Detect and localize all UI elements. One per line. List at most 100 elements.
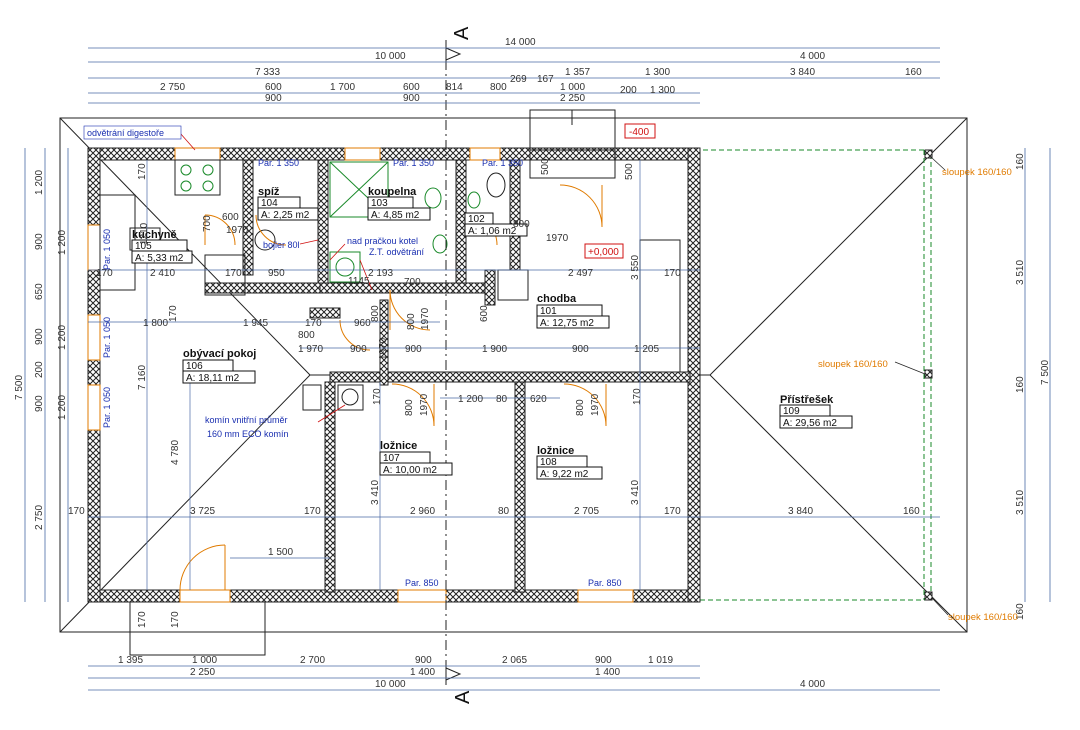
level-minus: -400 <box>629 127 649 138</box>
door-dim-800e: 800 <box>370 305 381 322</box>
room-number: 105 <box>135 241 152 252</box>
dim-top-3840: 3 840 <box>790 67 815 78</box>
dim-i-160: 160 <box>903 506 920 517</box>
door-dim-1970f: 1970 <box>378 337 389 360</box>
room-area: A: 1,06 m2 <box>468 226 517 237</box>
room-area: A: 18,11 m2 <box>186 373 240 384</box>
post-leaders <box>894 157 949 616</box>
dim-bot-900: 900 <box>415 655 432 666</box>
dim-bot-10000: 10 000 <box>375 679 406 690</box>
window-par-1050b: Par. 1 050 <box>102 317 112 358</box>
dim-right-3510: 3 510 <box>1015 260 1026 285</box>
section-arrow-bottom-icon <box>445 667 462 681</box>
room-name: kuchyně <box>132 229 177 241</box>
dim-bot-4000: 4 000 <box>800 679 825 690</box>
dim-i-4780: 4 780 <box>170 440 181 465</box>
note-bojler: bojler 80l <box>263 240 300 250</box>
annotation-leaders <box>179 132 373 423</box>
room-label-wc: 102 A: 1,06 m2 <box>464 212 528 237</box>
door-dim-700: 700 <box>404 277 421 288</box>
note-odvetrani: odvětrání digestoře <box>87 128 164 138</box>
room-number: 108 <box>540 457 557 468</box>
room-name: koupelna <box>368 186 417 198</box>
dim-top-10000: 10 000 <box>375 51 406 62</box>
dim-left-200: 200 <box>34 361 45 378</box>
window-par-1350a: Par. 1 350 <box>258 158 299 168</box>
level-minus-box <box>624 123 656 139</box>
door-dim-800b: 800 <box>406 313 417 330</box>
room-name: Přístřešek <box>780 394 834 406</box>
dim-i-950: 950 <box>268 268 285 279</box>
dim-left-650: 650 <box>34 283 45 300</box>
dim-top-600b: 600 <box>403 82 420 93</box>
room-label-loznice107: ložnice 107 A: 10,00 m2 <box>379 440 453 476</box>
section-marker-top: A <box>451 26 473 40</box>
dim-i-170v2: 170 <box>170 611 181 628</box>
door-dim-700b: 700 <box>202 215 213 232</box>
dim-top-4000: 4 000 <box>800 51 825 62</box>
room-number: 102 <box>468 214 485 225</box>
dim-bot-2700: 2 700 <box>300 655 325 666</box>
door-dim-1210: 1210 <box>139 222 150 245</box>
dim-i-1945: 1 945 <box>243 318 268 329</box>
door-dim-170d: 170 <box>632 388 643 405</box>
room-number: 109 <box>783 406 800 417</box>
dim-i-170d: 170 <box>305 318 322 329</box>
dim-top-200: 200 <box>620 85 637 96</box>
room-area: A: 9,22 m2 <box>540 469 589 480</box>
dim-right-160b: 160 <box>1015 153 1026 170</box>
dim-i-900b: 900 <box>405 344 422 355</box>
window-par-1350b: Par. 1 350 <box>393 158 434 168</box>
dim-right-160c: 160 <box>1015 603 1026 620</box>
dim-right-3510b: 3 510 <box>1015 490 1026 515</box>
room-number: 101 <box>540 306 557 317</box>
room-label-spiz: spíž 104 A: 2,25 m2 <box>257 186 319 221</box>
dim-left-1200b: 1 200 <box>57 230 68 255</box>
dim-top-1000: 1 000 <box>560 82 585 93</box>
dim-i-3410b: 3 410 <box>630 480 641 505</box>
dim-top-2250: 2 250 <box>560 93 585 104</box>
dim-i-3550: 3 550 <box>630 255 641 280</box>
section-arrow-top-icon <box>445 47 462 61</box>
dim-left-1200c: 1 200 <box>57 325 68 350</box>
post-label-2: sloupek 160/160 <box>818 359 888 370</box>
post-label-1: sloupek 160/160 <box>942 167 1012 178</box>
window-par-1050c: Par. 1 050 <box>102 387 112 428</box>
carport-outline <box>694 149 932 601</box>
door-dim-500: 500 <box>540 158 551 175</box>
door-dim-600: 600 <box>222 212 239 223</box>
dim-i-80: 80 <box>496 394 508 405</box>
dimension-lines-top <box>88 47 940 104</box>
dim-i-3725: 3 725 <box>190 506 215 517</box>
dimension-lines-interior <box>88 160 940 590</box>
dim-right-7500: 7 500 <box>1040 360 1051 385</box>
window-par-1050a: Par. 1 050 <box>102 229 112 270</box>
dim-right-160: 160 <box>1015 376 1026 393</box>
dim-i-2410: 2 410 <box>150 268 175 279</box>
room-name: obývací pokoj <box>183 348 256 360</box>
dim-top-2750: 2 750 <box>160 82 185 93</box>
room-area: A: 5,33 m2 <box>135 253 184 264</box>
dim-i-900: 900 <box>350 344 367 355</box>
dim-i-170c: 170 <box>664 268 681 279</box>
door-dim-800d: 800 <box>575 399 586 416</box>
dimension-lines-bottom <box>88 665 940 691</box>
post-label-3: sloupek 160/160 <box>948 612 1018 623</box>
door-dim-500b: 500 <box>624 163 635 180</box>
door-dim-170: 170 <box>168 305 179 322</box>
dim-i-80b: 80 <box>498 506 510 517</box>
door-dim-170b: 170 <box>137 163 148 180</box>
dim-i-1800: 1 800 <box>143 318 168 329</box>
dim-top-269: 269 <box>510 74 527 85</box>
dim-top-7333: 7 333 <box>255 67 280 78</box>
door-swings <box>179 184 607 591</box>
boiler-and-chimney <box>254 229 364 411</box>
dim-i-620: 620 <box>530 394 547 405</box>
door-dim-1970c: 1970 <box>420 307 431 330</box>
dimension-lines-left <box>24 148 69 602</box>
dim-i-1200: 1 200 <box>458 394 483 405</box>
door-dim-1970d: 1970 <box>419 393 430 416</box>
room-area: A: 2,25 m2 <box>261 210 310 221</box>
room-number: 103 <box>371 198 388 209</box>
dim-top-600: 600 <box>265 82 282 93</box>
